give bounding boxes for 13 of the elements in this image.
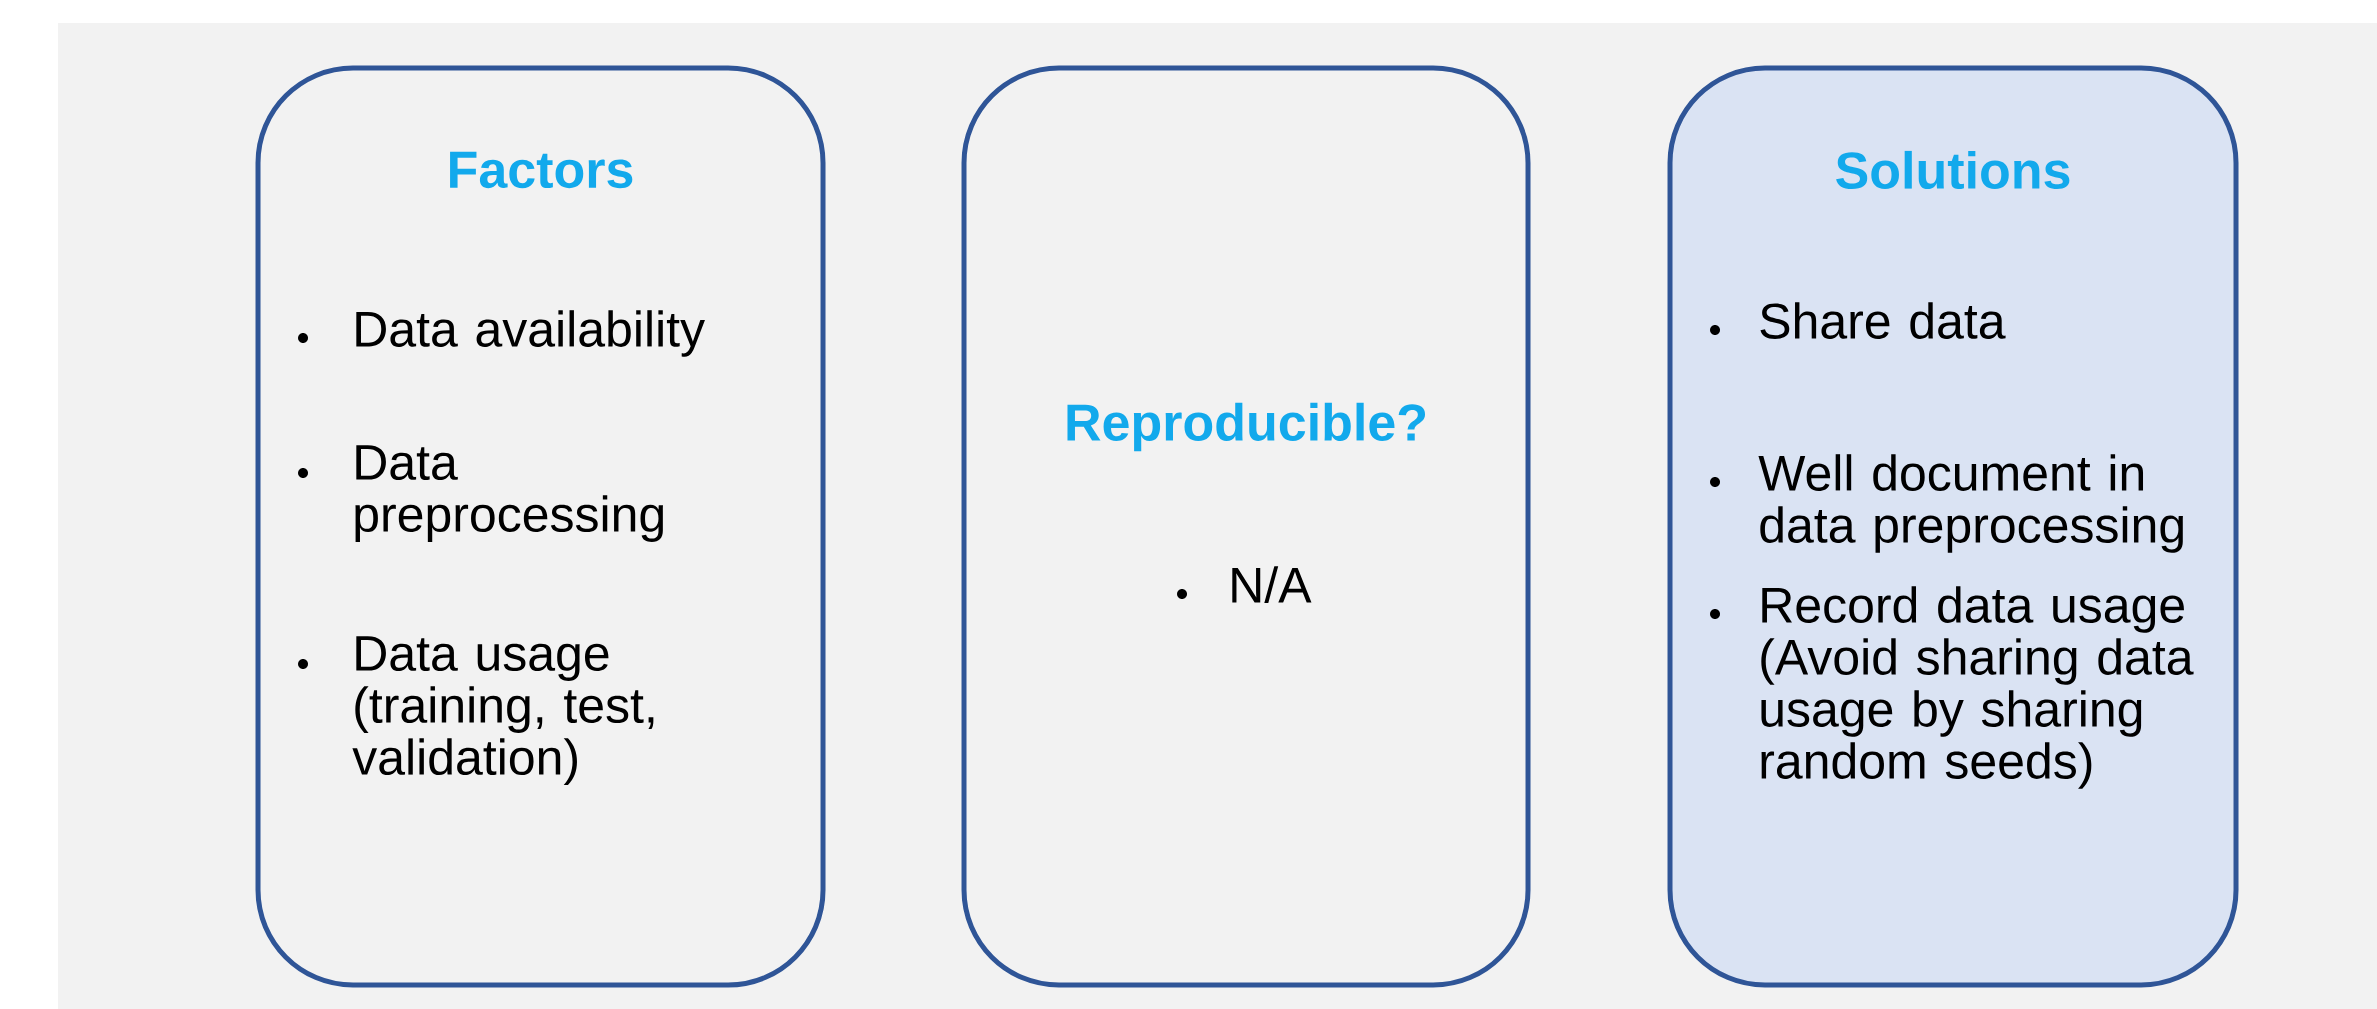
rounded-panel <box>1667 65 2239 988</box>
bullet-item: Record data usage (Avoid sharing data usage by sharing random seeds) <box>1710 586 2194 789</box>
rounded-panel <box>961 65 1531 988</box>
panel-heading: Solutions <box>1836 150 2070 190</box>
bullet-item: Share data <box>1710 302 2006 339</box>
bullet-item: Data usage (training, test, validation) <box>298 636 654 785</box>
rounded-panel <box>255 65 826 988</box>
bullet-item: Data availability <box>298 310 705 357</box>
panel-heading: Factors <box>450 151 633 189</box>
bullet-item: Data preprocessing <box>298 445 663 542</box>
bullet-item: N/A <box>1177 566 1312 603</box>
bullet-item: Well document in data preprocessing <box>1710 454 2183 553</box>
panel-heading: Reproducible? <box>1067 402 1426 452</box>
